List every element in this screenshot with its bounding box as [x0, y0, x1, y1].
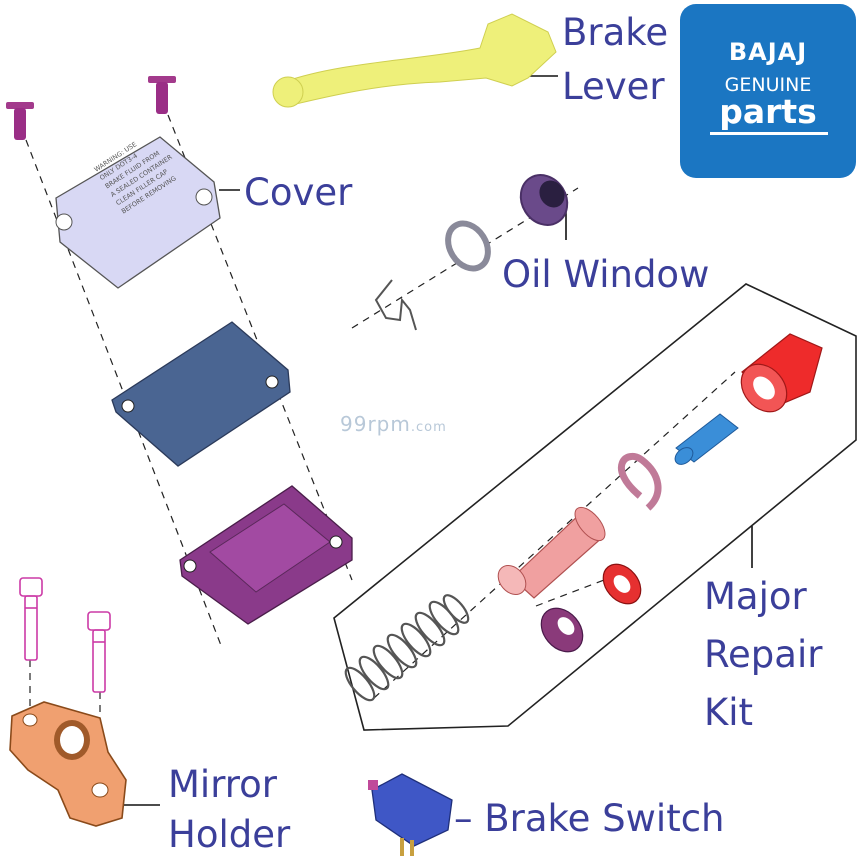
return-spring	[344, 594, 470, 702]
primary-cup	[740, 333, 823, 413]
label-brake-switch: – Brake Switch	[454, 797, 725, 840]
label-brake-lever-line1: Brake	[562, 11, 669, 54]
label-cover: Cover	[244, 171, 353, 214]
logo-brand: BAJAJ	[728, 38, 808, 66]
brake-switch-part	[368, 773, 453, 856]
piston	[497, 506, 606, 599]
logo-underline	[710, 132, 828, 135]
diaphragm-plate	[111, 321, 291, 467]
watermark-main: 99rpm	[340, 412, 411, 436]
push-rod	[674, 413, 739, 465]
watermark-suffix: .com	[410, 420, 447, 435]
label-oil-window: Oil Window	[502, 253, 710, 296]
logo-line3: parts	[719, 92, 817, 131]
circlip	[617, 452, 662, 511]
reservoir-cover: WARNING: USE ONLY DOT3-4 BRAKE FLUID FRO…	[55, 136, 221, 289]
piston-seal	[540, 607, 584, 653]
bajaj-genuine-parts-logo: BAJAJ GENUINE parts	[680, 4, 856, 178]
logo-line2: GENUINE	[724, 74, 812, 96]
watermark: 99rpm.com	[340, 412, 447, 436]
label-major-line2: Repair	[704, 633, 823, 676]
brake-lever-part	[272, 13, 557, 108]
label-mirror-line1: Mirror	[168, 763, 278, 806]
reservoir-gasket	[179, 485, 353, 625]
holder-bolts	[19, 577, 111, 693]
label-major-line1: Major	[704, 575, 807, 618]
repair-kit-outline	[333, 283, 857, 731]
secondary-seal	[602, 563, 642, 605]
label-brake-lever-line2: Lever	[562, 65, 665, 108]
cover-screws	[6, 76, 176, 140]
label-major-line3: Kit	[704, 691, 754, 734]
oil-window-parts	[374, 174, 569, 331]
mirror-holder-part	[9, 701, 127, 827]
label-mirror-line2: Holder	[168, 813, 291, 856]
